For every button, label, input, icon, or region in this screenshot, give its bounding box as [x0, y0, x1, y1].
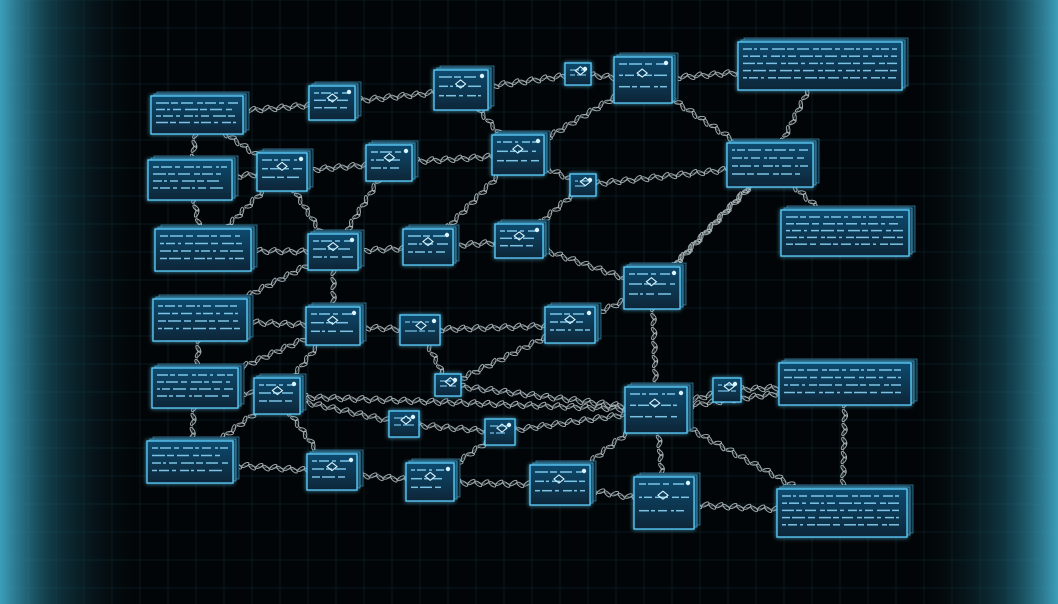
box-node	[256, 148, 314, 192]
box-node	[306, 449, 364, 491]
box-node	[305, 302, 367, 346]
box-node	[529, 460, 597, 506]
box-node	[365, 140, 419, 182]
text-panel-node	[154, 224, 258, 272]
box-node	[544, 302, 602, 344]
box-node	[613, 52, 679, 104]
box-node	[399, 314, 441, 346]
box-node	[433, 65, 495, 111]
box-node	[633, 472, 701, 530]
text-panel-node	[150, 91, 250, 135]
box-node	[491, 130, 551, 176]
box-node	[484, 418, 516, 446]
box-node	[405, 458, 461, 502]
text-panel-node	[152, 294, 254, 342]
left-edge-glow	[0, 0, 150, 604]
box-node	[388, 410, 420, 438]
box-node	[307, 229, 365, 271]
box-node	[494, 219, 550, 259]
box-node	[623, 262, 687, 310]
box-node	[253, 373, 307, 415]
text-panel-node	[776, 484, 914, 538]
text-panel-node	[146, 436, 240, 484]
text-panel-node	[737, 37, 909, 91]
panel-nodes	[146, 37, 918, 538]
right-edge-glow	[908, 0, 1058, 604]
text-panel-node	[726, 138, 820, 188]
text-panel-node	[147, 155, 239, 201]
box-node	[402, 224, 460, 266]
box-node	[624, 382, 694, 434]
text-panel-node	[151, 363, 245, 409]
text-panel-node	[780, 205, 916, 257]
box-node	[308, 81, 362, 121]
box-node	[712, 377, 742, 403]
box-node	[564, 62, 592, 86]
text-panel-node	[778, 358, 918, 406]
box-node	[434, 373, 462, 397]
box-node	[569, 173, 597, 197]
